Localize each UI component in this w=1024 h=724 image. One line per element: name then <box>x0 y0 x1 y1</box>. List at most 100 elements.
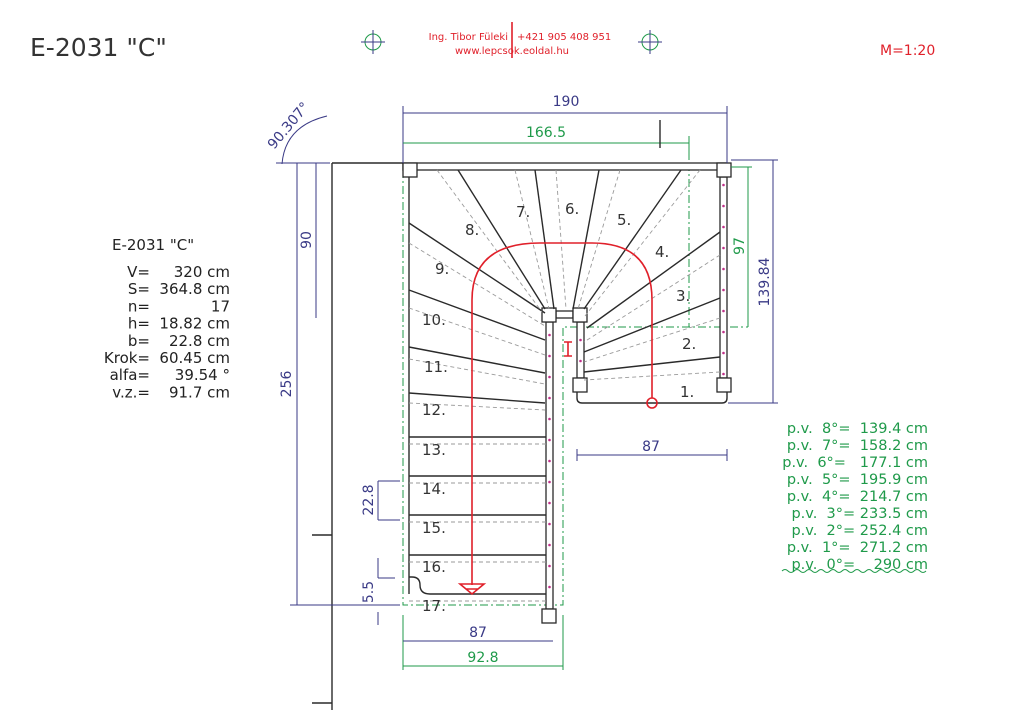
baluster-dot <box>722 246 725 250</box>
headroom-row: p.v. 8°= 139.4 cm <box>787 421 928 437</box>
step-number: 17. <box>422 597 446 615</box>
baluster-dot <box>722 351 725 355</box>
spec-value: 22.8 cm <box>169 332 230 350</box>
headroom-row: p.v. 0°= 290 cm <box>791 557 928 573</box>
step-number: 1. <box>680 383 694 401</box>
author-name: Ing. Tibor Füleki <box>429 32 508 43</box>
baluster-dot <box>548 333 551 337</box>
spec-value: 18.82 cm <box>159 315 230 333</box>
baluster-dot <box>548 417 551 421</box>
dim-bottom-width: 87 <box>469 625 487 641</box>
newel-post <box>541 608 557 624</box>
step-number: 7. <box>516 203 530 221</box>
spec-label: alfa= <box>110 366 150 384</box>
dim-right-inner: 97 <box>732 237 748 255</box>
drawing-title: E-2031 "C" <box>30 33 167 62</box>
step-number: 12. <box>422 401 446 419</box>
step-number: 16. <box>422 558 446 576</box>
baluster-dot <box>722 183 725 187</box>
newel-post <box>572 377 588 393</box>
newel-post <box>716 377 732 393</box>
step-number: 8. <box>465 221 479 239</box>
step-number: 3. <box>676 287 690 305</box>
newel-post <box>402 162 418 178</box>
dim-height-upper: 90 <box>299 231 315 249</box>
dim-width-inner: 166.5 <box>526 125 566 141</box>
step-number: 4. <box>655 243 669 261</box>
spec-label: n= <box>128 297 150 315</box>
baluster-dot <box>722 288 725 292</box>
spec-value: 39.54 ° <box>175 366 230 384</box>
dim-right-total: 139.84 <box>757 257 773 306</box>
baluster-dot <box>722 372 725 376</box>
baluster-dot <box>722 204 725 208</box>
spec-label: v.z.= <box>112 383 150 401</box>
step-number: 10. <box>422 311 446 329</box>
dim-width-total: 190 <box>553 94 580 110</box>
spec-label: h= <box>128 315 150 333</box>
baluster-dot <box>548 543 551 547</box>
step-number: 9. <box>435 260 449 278</box>
step-number: 6. <box>565 200 579 218</box>
register-mark-left-icon <box>361 30 385 54</box>
dimensions <box>276 106 778 670</box>
register-mark-right-icon <box>638 30 662 54</box>
arrow-end-icon <box>457 583 487 596</box>
start-marker-icon <box>646 397 658 409</box>
baluster-dot <box>579 359 582 363</box>
baluster-dot <box>548 438 551 442</box>
baluster-dot <box>579 338 582 342</box>
baluster-dot <box>548 585 551 589</box>
baluster-dot <box>548 354 551 358</box>
baluster-dot <box>548 522 551 526</box>
baluster-dot <box>548 480 551 484</box>
baluster-dots <box>548 183 725 589</box>
headroom-list: p.v. 8°= 139.4 cmp.v. 7°= 158.2 cmp.v. 6… <box>782 421 928 573</box>
baluster-dot <box>722 330 725 334</box>
baluster-dot <box>548 396 551 400</box>
baluster-dot <box>548 501 551 505</box>
spec-value: 320 cm <box>174 263 230 281</box>
step-numbers: 1.2.3.4.5.6.7.8.9.10.11.12.13.14.15.16.1… <box>422 200 696 615</box>
author-phone: +421 905 408 951 <box>517 32 611 43</box>
headroom-row: p.v. 2°= 252.4 cm <box>791 523 928 539</box>
headroom-row: p.v. 7°= 158.2 cm <box>787 438 928 454</box>
dim-bottom-outer: 92.8 <box>467 650 498 666</box>
baluster-dot <box>548 375 551 379</box>
step-number: 14. <box>422 480 446 498</box>
dim-landing-width: 87 <box>642 439 660 455</box>
newel-post <box>572 307 588 323</box>
baluster-dot <box>548 459 551 463</box>
spec-title: E-2031 "C" <box>112 236 194 254</box>
headroom-row: p.v. 4°= 214.7 cm <box>787 489 928 505</box>
dim-height-total: 256 <box>279 371 295 398</box>
dim-nosing: 5.5 <box>361 581 377 603</box>
step-number: 13. <box>422 441 446 459</box>
headroom-row: p.v. 5°= 195.9 cm <box>787 472 928 488</box>
walking-line <box>471 242 653 585</box>
author-website[interactable]: www.lepcsok.eoldal.hu <box>455 46 569 57</box>
newel-post <box>541 307 557 323</box>
baluster-dot <box>722 267 725 271</box>
headroom-row: p.v. 6°= 177.1 cm <box>782 455 928 471</box>
step-number: 2. <box>682 335 696 353</box>
dim-tread-depth: 22.8 <box>361 484 377 515</box>
tread-lines <box>408 169 721 602</box>
scale-label: M=1:20 <box>880 43 935 59</box>
dim-angle: 90.307° <box>265 99 313 152</box>
headroom-row: p.v. 3°= 233.5 cm <box>791 506 928 522</box>
spec-value: 364.8 cm <box>159 280 230 298</box>
spec-label: V= <box>127 263 150 281</box>
spec-value: 17 <box>211 297 230 315</box>
headroom-row: p.v. 1°= 271.2 cm <box>787 540 928 556</box>
step-number: 15. <box>422 519 446 537</box>
spec-value: 60.45 cm <box>159 349 230 367</box>
step-number: 11. <box>424 358 448 376</box>
spec-value: 91.7 cm <box>169 383 230 401</box>
newel-post <box>716 162 732 178</box>
spec-label: Krok= <box>104 349 150 367</box>
baluster-dot <box>548 564 551 568</box>
spec-label: b= <box>128 332 150 350</box>
spec-label: S= <box>128 280 150 298</box>
